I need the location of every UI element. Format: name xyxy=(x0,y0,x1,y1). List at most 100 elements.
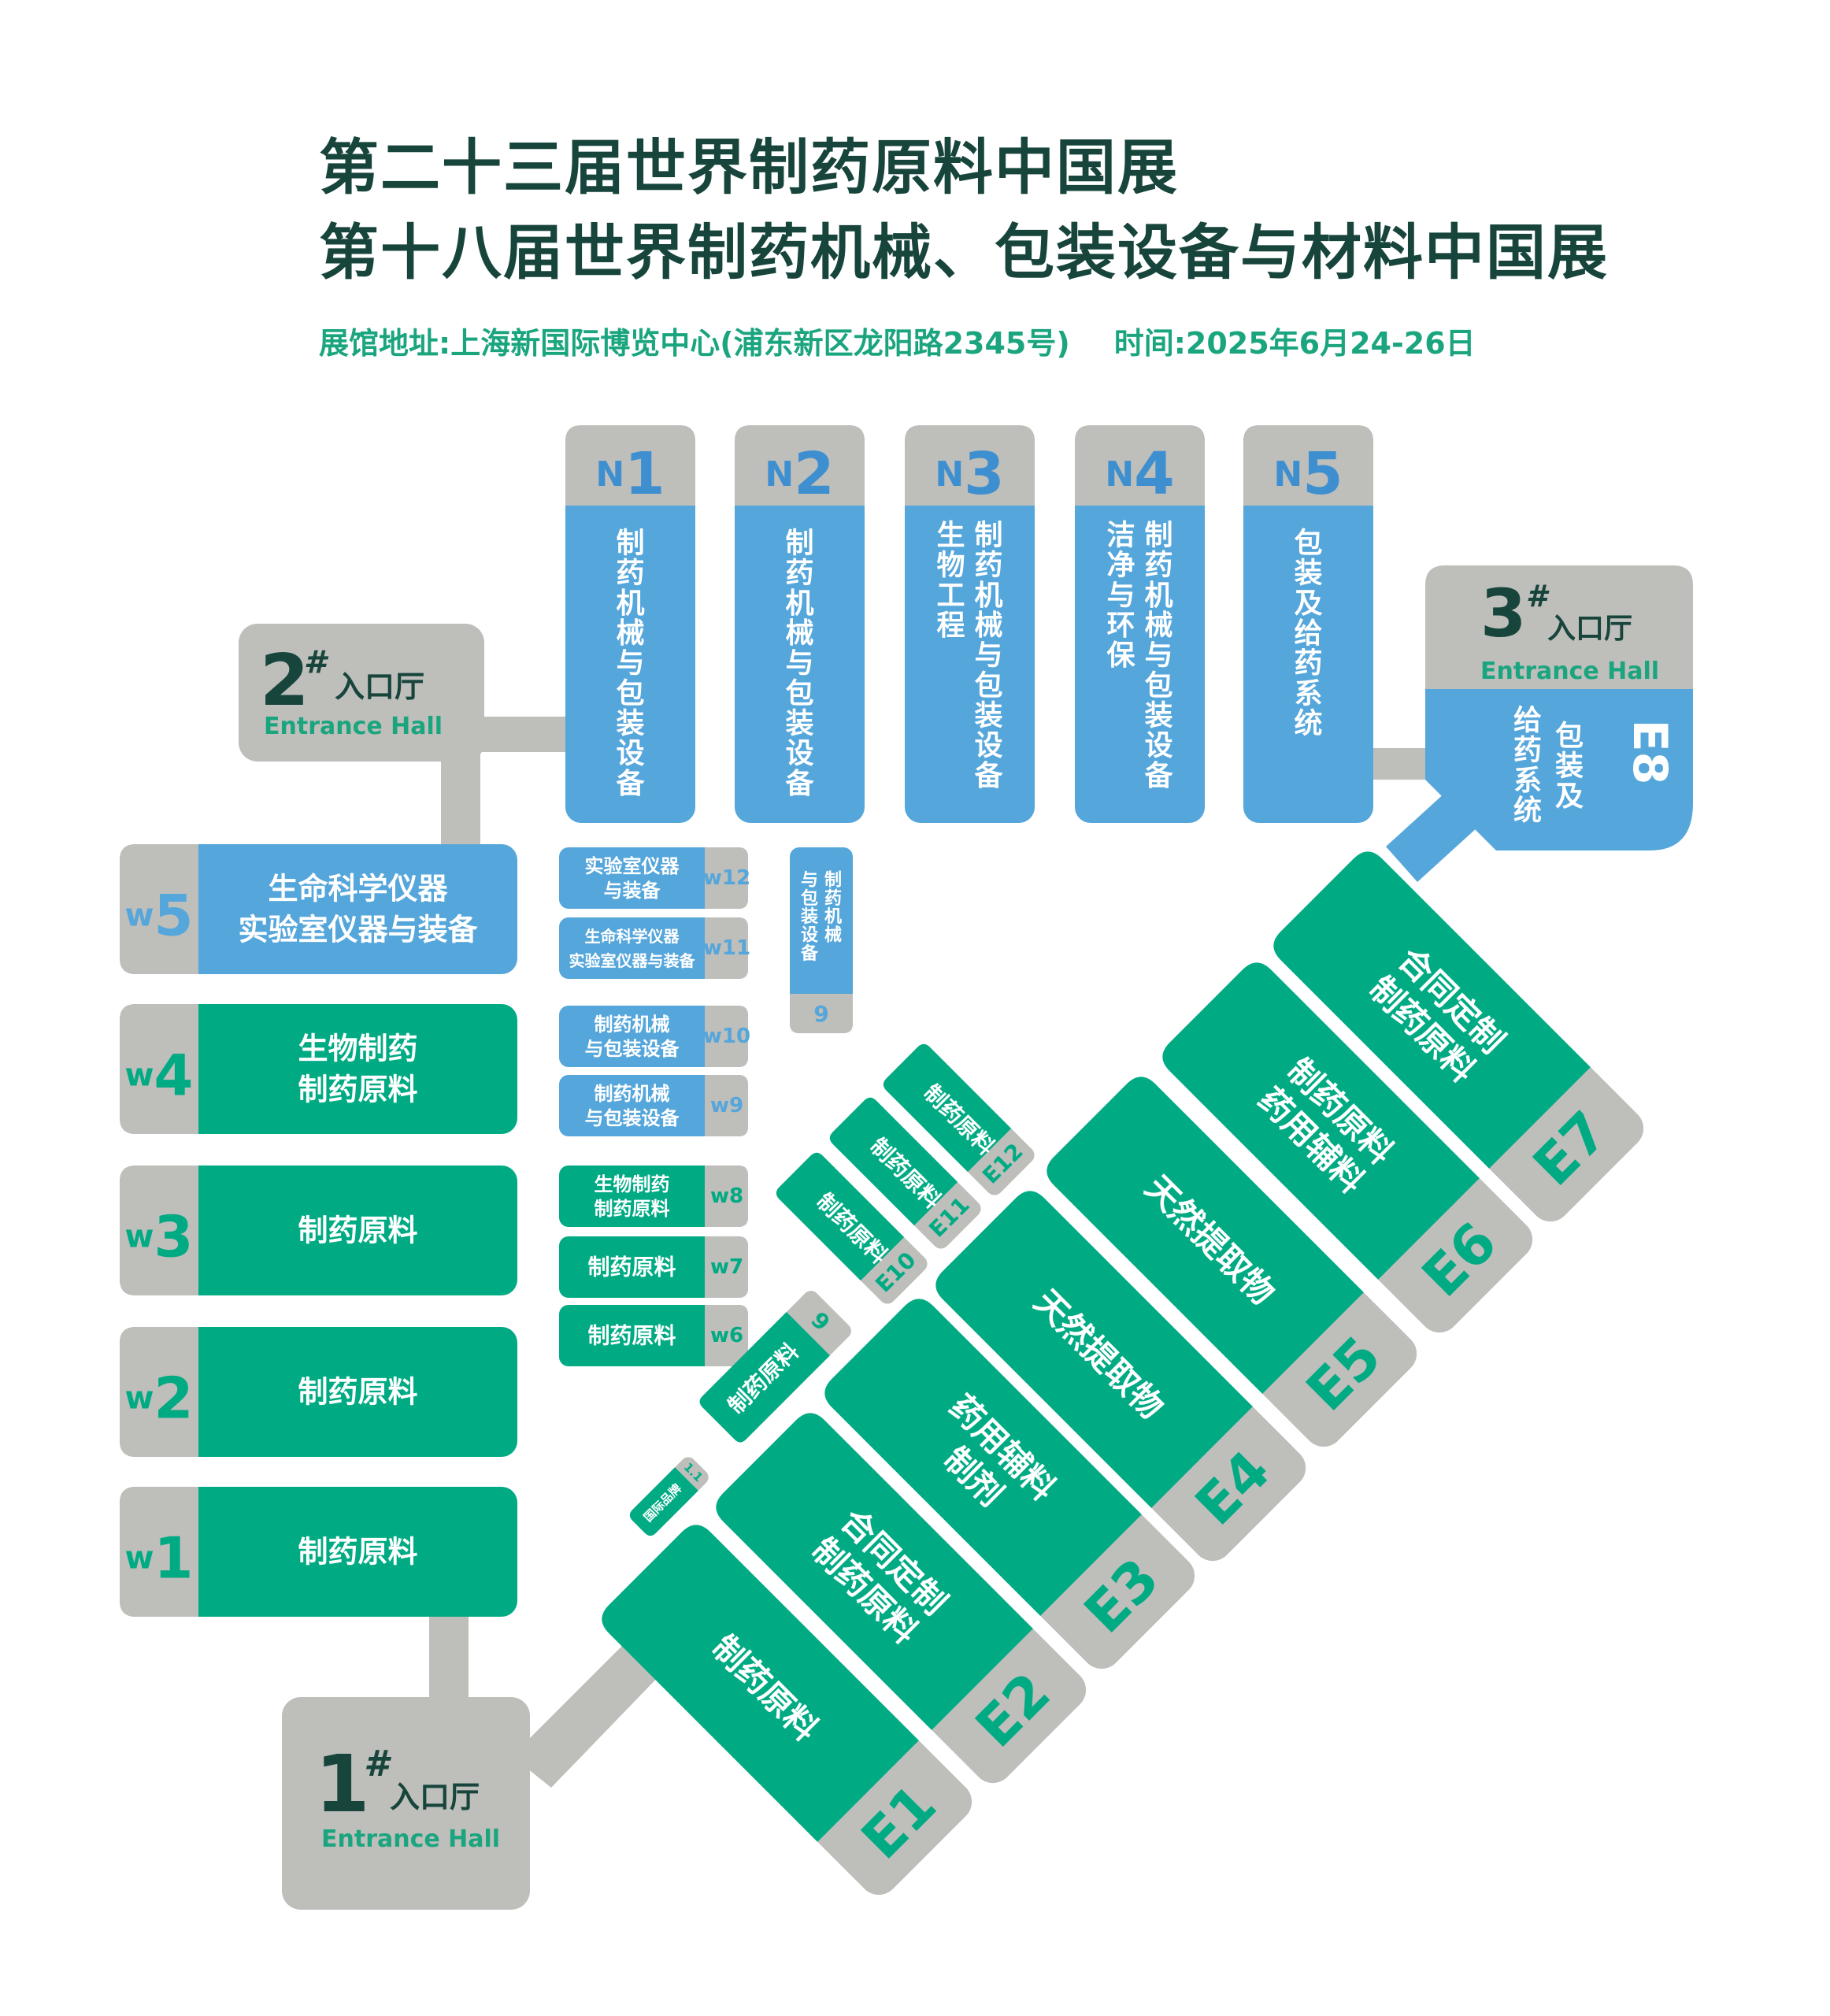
hall-header xyxy=(705,1305,748,1366)
venue-address: 展馆地址:上海新国际博览中心(浦东新区龙阳路2345号) xyxy=(319,326,1070,361)
hall-header xyxy=(120,1327,198,1457)
hall-header xyxy=(1075,425,1205,506)
hall-block xyxy=(905,425,1035,823)
hall-label-2: 与包装设备 xyxy=(800,871,819,964)
hall-block xyxy=(120,844,517,974)
hall-header xyxy=(705,1166,748,1227)
hall-block xyxy=(699,1312,830,1443)
hall-header xyxy=(705,1006,748,1067)
hall-header xyxy=(705,1236,748,1298)
hall-label: 生命科学仪器 xyxy=(585,927,680,946)
hall-label: 生命科学仪器 xyxy=(268,872,448,906)
hall-label-2: 生物工程 xyxy=(936,520,965,642)
walkway xyxy=(472,717,567,752)
hall-block xyxy=(1273,851,1591,1169)
hall-label: 制药机械 xyxy=(824,871,842,946)
hall-block xyxy=(602,1525,919,1842)
hall-label: 制药原料 xyxy=(298,1535,417,1569)
entrance-sup: # xyxy=(304,643,329,681)
hall-block xyxy=(559,1006,748,1067)
hall-label: 制药原料 xyxy=(298,1375,417,1410)
subtitle: 展馆地址:上海新国际博览中心(浦东新区龙阳路2345号)时间:2025年6月24… xyxy=(319,319,1476,362)
entrance-number: 1 xyxy=(315,1738,370,1830)
hall-label: 制药原料 xyxy=(587,1323,676,1349)
hall-block xyxy=(790,847,853,1033)
hall-code: w12 xyxy=(703,866,750,890)
hall-6[interactable]: 6 制药机械与包装设备 xyxy=(790,847,853,1033)
hall-block xyxy=(559,1236,748,1298)
hall-label: 制药机械 xyxy=(595,1083,670,1105)
hall-header xyxy=(735,425,865,506)
walkway xyxy=(512,1638,665,1788)
hall-code: N1 xyxy=(595,440,665,508)
hall-label-2: 与包装设备 xyxy=(585,1107,680,1129)
hall-W7[interactable]: w7 制药原料 xyxy=(559,1236,748,1298)
entrance-label-cn: 入口厅 xyxy=(335,669,424,704)
hall-label-2: 制药原料 xyxy=(298,1073,417,1107)
hall-label-2: 洁净与环保 xyxy=(1106,520,1135,673)
hall-label: 制药机械 xyxy=(595,1014,670,1036)
walkway xyxy=(429,1599,469,1709)
hall-header xyxy=(120,1487,198,1617)
hall-block xyxy=(735,425,865,823)
hall-label: 制药机械与包装设备 xyxy=(785,528,814,800)
hall-code: E8 xyxy=(1622,720,1677,785)
hall-code: N3 xyxy=(935,440,1004,508)
hall-block xyxy=(120,1487,517,1617)
hall-code: w10 xyxy=(703,1025,750,1048)
hall-block xyxy=(1425,689,1693,850)
hall-block xyxy=(559,1075,748,1136)
hall-label: 生物制药 xyxy=(298,1032,417,1066)
hall-label: 包装及给药系统 xyxy=(1294,528,1322,740)
entrance-sup: # xyxy=(364,1743,392,1784)
hall-label: 实验室仪器 xyxy=(585,855,680,877)
hall-label-2: 实验室仪器与装备 xyxy=(569,951,696,970)
entrance-block xyxy=(239,624,484,762)
hall-header xyxy=(790,994,853,1033)
entrance-label-cn: 入口厅 xyxy=(1547,613,1632,645)
hall-header xyxy=(705,847,748,909)
hall-code: w7 xyxy=(710,1255,743,1279)
hall-header xyxy=(120,844,198,974)
hall-header xyxy=(905,425,1035,506)
hall-block xyxy=(565,425,695,823)
hall-code: 6 xyxy=(813,1001,828,1027)
hall-label: 制药原料 xyxy=(587,1254,676,1280)
entrance-block xyxy=(1425,565,1693,689)
hall-label: 制药机械与包装设备 xyxy=(974,520,1003,792)
hall-block xyxy=(559,1166,748,1227)
hall-code: w11 xyxy=(703,936,750,960)
hall-block xyxy=(559,917,748,979)
